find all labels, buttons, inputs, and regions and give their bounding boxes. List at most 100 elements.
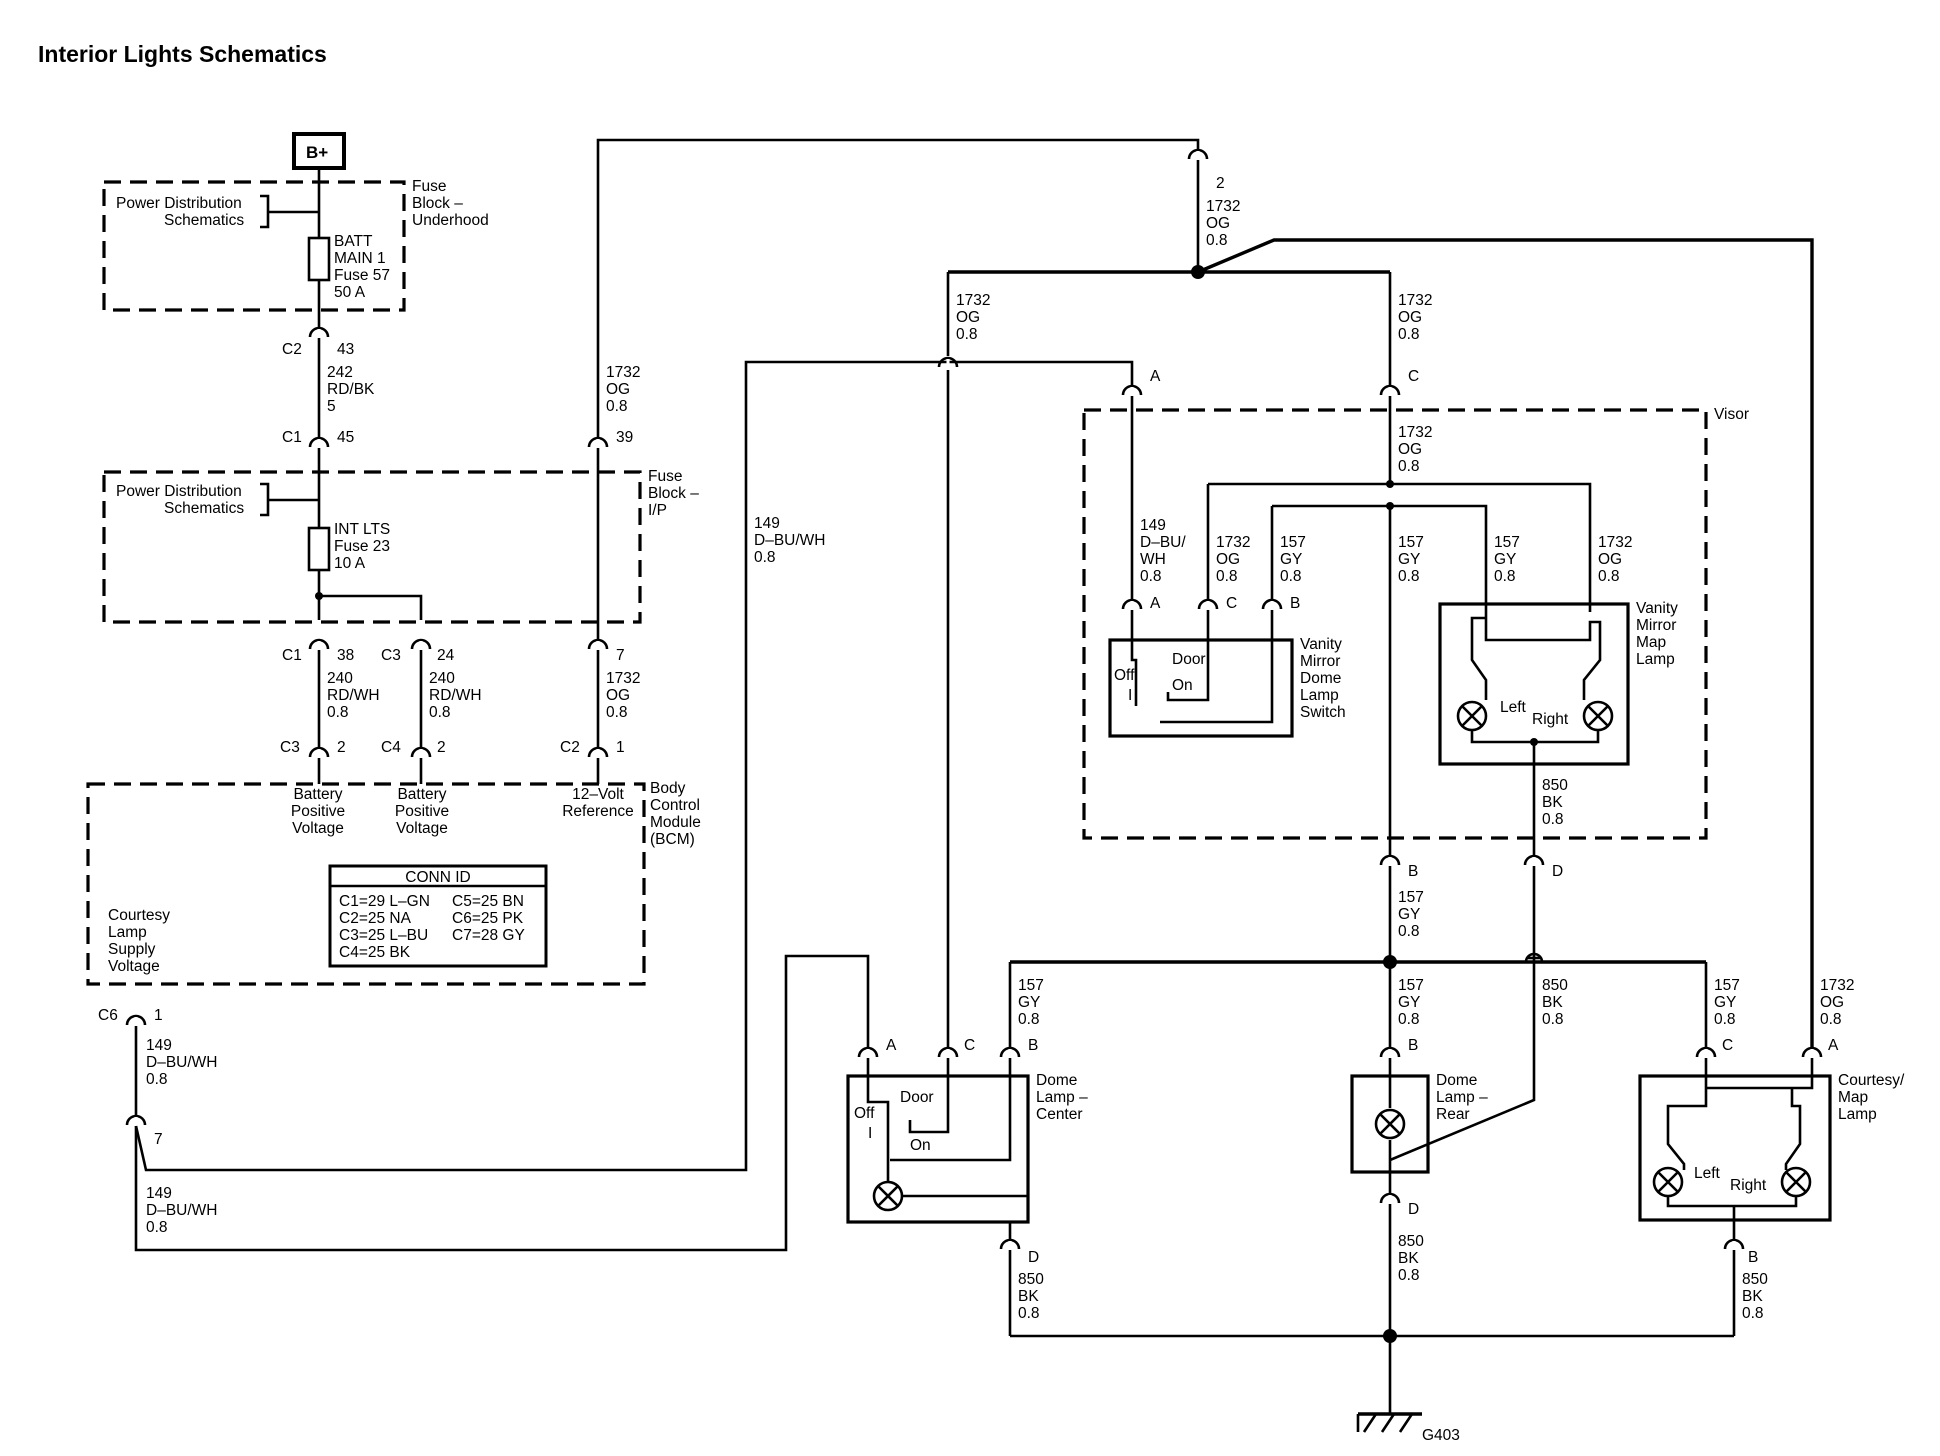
svg-text:850: 850 (1542, 777, 1568, 794)
connector-cup-24 (1379, 1046, 1401, 1058)
svg-text:0.8: 0.8 (429, 704, 451, 721)
svg-text:Map: Map (1838, 1089, 1868, 1106)
svg-text:Center: Center (1036, 1106, 1083, 1123)
svg-text:1732: 1732 (606, 364, 640, 381)
svg-text:Dome: Dome (1036, 1072, 1077, 1089)
wire-1732-cm: 1732 OG 0.8 (1820, 977, 1854, 1028)
svg-text:RD/WH: RD/WH (327, 687, 380, 704)
connector-cup-16 (1197, 598, 1219, 610)
svg-text:D–BU/: D–BU/ (1140, 534, 1186, 551)
svg-text:850: 850 (1018, 1271, 1044, 1288)
connector-cup-9 (125, 1014, 147, 1026)
svg-text:0.8: 0.8 (146, 1071, 168, 1088)
wire-1732-bcm: 1732 OG 0.8 (606, 670, 640, 721)
svg-text:C2=25 NA: C2=25 NA (339, 910, 412, 927)
svg-text:157: 157 (1714, 977, 1740, 994)
svg-text:C3=25 L–BU: C3=25 L–BU (339, 927, 428, 944)
svg-text:OG: OG (1216, 551, 1240, 568)
battery-feed: B+ (292, 132, 346, 238)
svg-text:Vanity: Vanity (1300, 636, 1342, 653)
svg-text:GY: GY (1398, 906, 1420, 923)
svg-text:C2: C2 (282, 341, 302, 358)
svg-text:Lamp: Lamp (1636, 651, 1675, 668)
connector-bcm-c4-2: C4 2 (381, 739, 446, 756)
svg-text:5: 5 (327, 398, 336, 415)
svg-text:Switch: Switch (1300, 704, 1346, 721)
svg-text:On: On (1172, 677, 1193, 694)
svg-text:Fuse: Fuse (648, 468, 682, 485)
svg-text:Vanity: Vanity (1636, 600, 1678, 617)
wire-850-cm: 850 BK 0.8 (1742, 1271, 1768, 1322)
svg-text:149: 149 (1140, 517, 1166, 534)
wire-157-dc: 157 GY 0.8 (1018, 977, 1044, 1028)
svg-text:C1=29 L–GN: C1=29 L–GN (339, 893, 430, 910)
ground-g403-label: G403 (1422, 1427, 1460, 1444)
wire-1732-left: 1732 OG 0.8 (956, 292, 990, 343)
fuse-block-underhood: Fuse Block – Underhood Power Distributio… (102, 178, 489, 330)
svg-text:Fuse 57: Fuse 57 (334, 267, 390, 284)
svg-text:OG: OG (1820, 994, 1844, 1011)
svg-text:OG: OG (956, 309, 980, 326)
connector-sw-a: A (1150, 595, 1161, 612)
svg-text:OG: OG (1206, 215, 1230, 232)
visor: Visor A C 1732 OG 0.8 149 D–BU/ WH 0.8 1… (942, 360, 1749, 880)
svg-text:1732: 1732 (956, 292, 990, 309)
connector-cup-7 (410, 746, 432, 758)
svg-text:BK: BK (1742, 1288, 1763, 1305)
connector-cup-19 (1523, 854, 1545, 866)
svg-text:850: 850 (1542, 977, 1568, 994)
svg-text:0.8: 0.8 (606, 704, 628, 721)
svg-text:GY: GY (1398, 994, 1420, 1011)
svg-text:GY: GY (1714, 994, 1736, 1011)
svg-text:Map: Map (1636, 634, 1666, 651)
svg-text:Voltage: Voltage (396, 820, 448, 837)
svg-text:OG: OG (1398, 441, 1422, 458)
svg-text:Underhood: Underhood (412, 212, 489, 229)
svg-text:43: 43 (337, 341, 354, 358)
svg-text:1: 1 (616, 739, 625, 756)
svg-text:Block –: Block – (648, 485, 699, 502)
wire-157-bus: 157 GY 0.8 157 GY 0.8 157 GY 0.8 850 BK … (1008, 866, 1854, 1162)
connector-dr-d: D (1408, 1201, 1419, 1218)
svg-text:0.8: 0.8 (1216, 568, 1238, 585)
svg-text:Fuse 23: Fuse 23 (334, 538, 390, 555)
svg-text:149: 149 (146, 1037, 172, 1054)
connector-splice-2: 2 (1216, 175, 1225, 192)
connector-c1-38: C1 38 (282, 647, 354, 664)
connector-bcm-c3-2: C3 2 (280, 739, 346, 756)
svg-text:1732: 1732 (1216, 534, 1250, 551)
svg-text:Courtesy: Courtesy (108, 907, 170, 924)
svg-text:0.8: 0.8 (327, 704, 349, 721)
svg-text:Power Distribution: Power Distribution (116, 195, 242, 212)
svg-text:0.8: 0.8 (1742, 1305, 1764, 1322)
svg-text:1732: 1732 (1398, 424, 1432, 441)
connector-c1-45: C1 45 (282, 429, 354, 446)
svg-text:Dome: Dome (1436, 1072, 1477, 1089)
svg-text:157: 157 (1018, 977, 1044, 994)
svg-text:C4=25 BK: C4=25 BK (339, 944, 411, 961)
svg-text:OG: OG (1598, 551, 1622, 568)
svg-text:0.8: 0.8 (1398, 326, 1420, 343)
fuse-57-label: BATT MAIN 1 Fuse 57 50 A (334, 233, 390, 301)
svg-text:Lamp: Lamp (108, 924, 147, 941)
wire-850-dc: 850 BK 0.8 (1018, 1271, 1044, 1322)
svg-text:MAIN 1: MAIN 1 (334, 250, 386, 267)
svg-text:1732: 1732 (1820, 977, 1854, 994)
svg-text:Voltage: Voltage (292, 820, 344, 837)
svg-text:149: 149 (146, 1185, 172, 1202)
connector-dr-b: B (1408, 1037, 1418, 1054)
svg-text:C1: C1 (282, 429, 302, 446)
svg-text:I: I (1128, 687, 1132, 704)
svg-text:1732: 1732 (1398, 292, 1432, 309)
map-lamp-right-bulb (1582, 700, 1614, 732)
connector-inline-7: 7 (154, 1131, 163, 1148)
connector-cup-2 (587, 436, 609, 448)
svg-text:INT LTS: INT LTS (334, 521, 390, 538)
body-control-module: Body Control Module (BCM) Battery Positi… (86, 780, 701, 986)
fuse-23-label: INT LTS Fuse 23 10 A (334, 521, 390, 572)
svg-text:Right: Right (1532, 711, 1569, 728)
courtesy-left-bulb (1652, 1166, 1684, 1198)
wire-850-mid: 850 BK 0.8 (1542, 977, 1568, 1028)
svg-text:1732: 1732 (1598, 534, 1632, 551)
